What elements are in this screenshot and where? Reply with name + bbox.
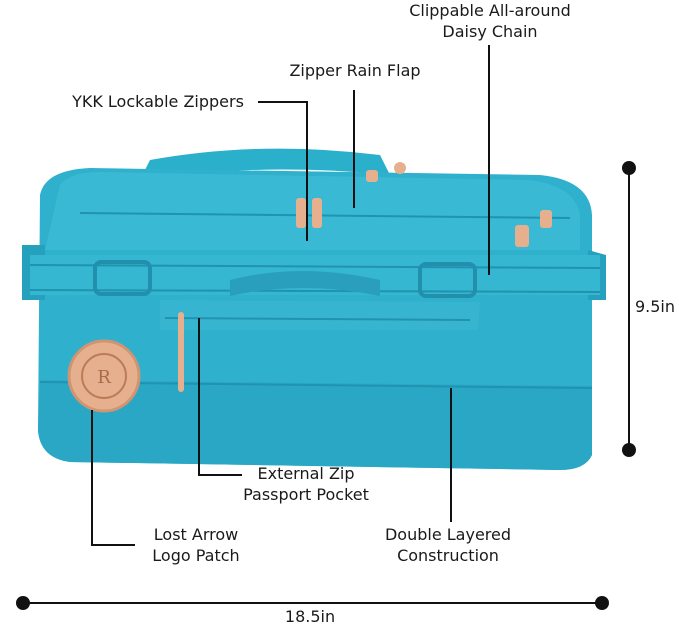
logo-label-line1: Lost Arrow (153, 525, 239, 544)
daisy-chain-label-line1: Clippable All-around (409, 1, 571, 20)
width-right-dot (595, 596, 609, 610)
logo-leader-h (91, 544, 135, 546)
ykk-leader-v (306, 101, 308, 241)
construction-label-line1: Double Layered (384, 525, 512, 544)
rain-flap-leader (353, 90, 355, 208)
daisy-chain-leader (488, 45, 490, 275)
svg-text:R: R (97, 367, 111, 388)
passport-label-line2: Passport Pocket (243, 485, 369, 504)
logo-label-line2: Logo Patch (152, 546, 240, 565)
height-label: 9.5in (632, 296, 678, 317)
passport-label: External Zip Passport Pocket (228, 463, 384, 505)
height-line (628, 168, 630, 450)
ykk-leader-h (258, 101, 308, 103)
height-bottom-dot (622, 443, 636, 457)
ykk-label: YKK Lockable Zippers (72, 92, 244, 111)
passport-leader-v (198, 318, 200, 476)
rain-flap-label: Zipper Rain Flap (289, 61, 421, 80)
logo-label: Lost Arrow Logo Patch (140, 524, 252, 566)
daisy-chain-label-line2: Daisy Chain (442, 22, 538, 41)
construction-leader (450, 388, 452, 522)
construction-label-line2: Construction (397, 546, 499, 565)
construction-label: Double Layered Construction (376, 524, 520, 566)
width-label: 18.5in (284, 607, 336, 626)
logo-leader-v (91, 410, 93, 546)
width-line (23, 602, 603, 604)
daisy-chain-label: Clippable All-around Daisy Chain (398, 0, 582, 42)
passport-leader-h (198, 474, 242, 476)
passport-label-line1: External Zip (257, 464, 355, 483)
